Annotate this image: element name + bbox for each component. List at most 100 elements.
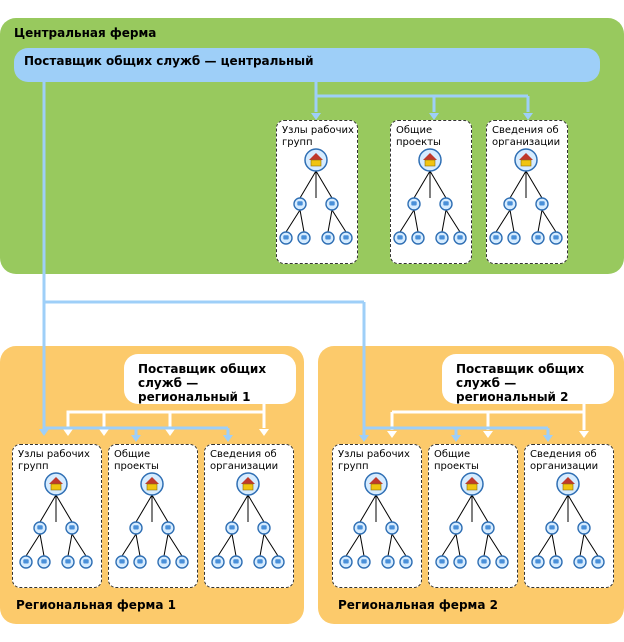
arrow-down <box>259 429 269 436</box>
site-node-icon <box>489 231 503 245</box>
tree-edge <box>259 533 265 557</box>
tree-edge <box>429 170 447 199</box>
tree-edge <box>413 209 419 233</box>
site-node-icon <box>435 231 449 245</box>
site-node-icon <box>545 521 559 535</box>
home-icon <box>236 472 260 496</box>
home-icon <box>418 148 442 172</box>
tree-edge <box>331 209 347 233</box>
tree-edge <box>121 533 137 557</box>
site-node-icon <box>115 555 129 569</box>
site-label: Общие проекты <box>434 449 479 472</box>
regional-ssp-1-label: Поставщик общих служб — региональный 1 <box>138 362 267 404</box>
tree-edge <box>135 533 141 557</box>
tree-edge <box>299 170 317 199</box>
central-ssp-label: Поставщик общих служб — центральный <box>24 54 314 68</box>
site-node-icon <box>271 555 285 569</box>
tree-edge <box>525 170 543 199</box>
tree-edge <box>285 209 301 233</box>
tree-edge <box>413 170 431 199</box>
site-node-icon <box>481 521 495 535</box>
tree-edge <box>441 209 447 233</box>
regional-ssp-1: Поставщик общих служб — региональный 1 <box>124 354 296 404</box>
central-ssp: Поставщик общих служб — центральный <box>14 48 600 82</box>
tree-edge <box>135 494 153 523</box>
tree-edge <box>55 494 73 523</box>
tree-edge <box>471 494 489 523</box>
home-icon <box>364 472 388 496</box>
site-node-icon <box>549 555 563 569</box>
tree-edge <box>327 209 333 233</box>
site-node-icon <box>33 521 47 535</box>
tree-edge <box>345 533 361 557</box>
tree-edge <box>231 533 237 557</box>
site-label: Сведения об организации <box>492 125 561 148</box>
tree-edge <box>71 533 87 557</box>
regional-ssp-2-label: Поставщик общих служб — региональный 2 <box>456 362 585 404</box>
tree-edge <box>487 533 503 557</box>
tree-edge <box>441 533 457 557</box>
site-node-icon <box>257 521 271 535</box>
site-node-icon <box>339 231 353 245</box>
arrow-down <box>99 429 109 436</box>
site-node-icon <box>229 555 243 569</box>
site-node-icon <box>453 555 467 569</box>
tree-edge <box>509 170 527 199</box>
arrow-down <box>311 113 321 120</box>
tree-edge <box>551 533 557 557</box>
site-node-icon <box>61 555 75 569</box>
site-node-icon <box>293 197 307 211</box>
site-node-icon <box>175 555 189 569</box>
tree-edge <box>67 533 73 557</box>
arrow-down <box>165 429 175 436</box>
tree-edge <box>455 533 461 557</box>
site-node-icon <box>439 197 453 211</box>
tree-edge <box>391 533 407 557</box>
tree-edge <box>263 533 279 557</box>
site-label: Узлы рабочих групп <box>282 125 354 148</box>
arrow-down <box>359 435 369 442</box>
regional-farm-2-title: Региональная ферма 2 <box>338 598 498 612</box>
site-node-icon <box>225 521 239 535</box>
central-farm-title: Центральная ферма <box>14 26 157 40</box>
site-node-icon <box>531 555 545 569</box>
site-node-icon <box>37 555 51 569</box>
tree-edge <box>375 494 393 523</box>
arrow-down <box>579 431 589 438</box>
tree-edge <box>455 494 473 523</box>
site-node-icon <box>385 521 399 535</box>
site-central-org: Сведения об организации <box>486 120 568 264</box>
tree-edge <box>359 533 365 557</box>
arrow-down <box>223 435 233 442</box>
home-icon <box>304 148 328 172</box>
site-node-icon <box>79 555 93 569</box>
site-label: Общие проекты <box>114 449 159 472</box>
tree-edge <box>551 494 569 523</box>
site-node-icon <box>279 231 293 245</box>
tree-edge <box>495 209 511 233</box>
site-node-icon <box>381 555 395 569</box>
site-node-icon <box>591 555 605 569</box>
site-node-icon <box>321 231 335 245</box>
site-node-icon <box>211 555 225 569</box>
tree-edge <box>483 533 489 557</box>
site-node-icon <box>411 231 425 245</box>
site-label: Сведения об организации <box>210 449 279 472</box>
site-node-icon <box>577 521 591 535</box>
site-node-icon <box>477 555 491 569</box>
site-node-icon <box>325 197 339 211</box>
site-node-icon <box>19 555 33 569</box>
arrow-down <box>483 431 493 438</box>
tree-edge <box>25 533 41 557</box>
arrow-down <box>429 113 439 120</box>
site-node-icon <box>65 521 79 535</box>
site-node-icon <box>507 231 521 245</box>
site-node-icon <box>531 231 545 245</box>
tree-edge <box>583 533 599 557</box>
site-node-icon <box>297 231 311 245</box>
home-icon <box>140 472 164 496</box>
arrow-down <box>63 429 73 436</box>
tree-edge <box>579 533 585 557</box>
arrow-down <box>523 113 533 120</box>
